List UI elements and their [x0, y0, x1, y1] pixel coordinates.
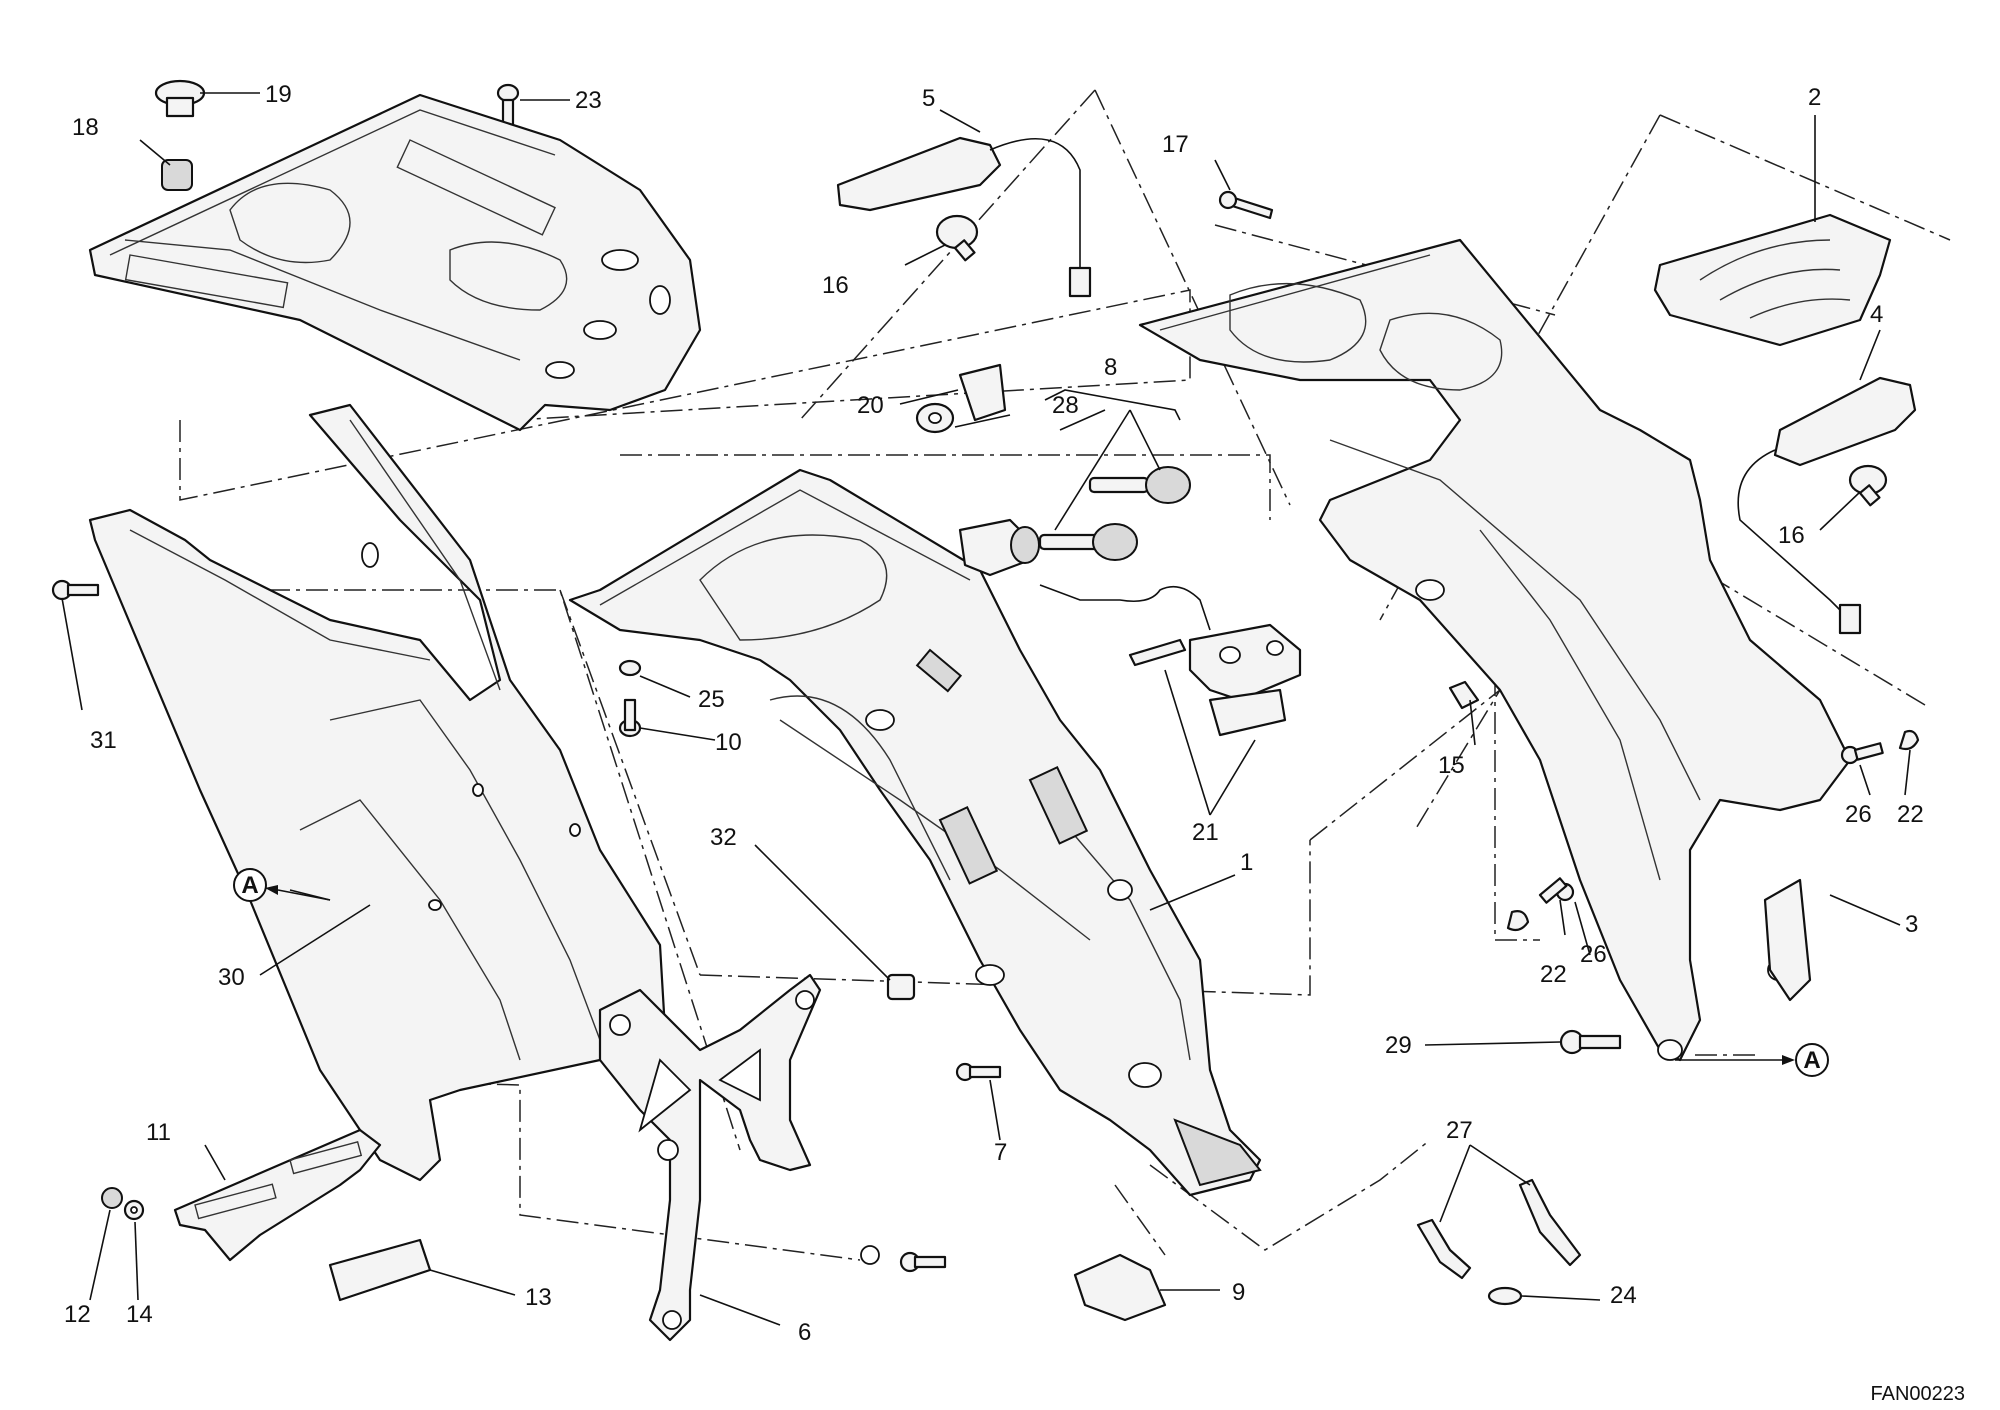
- callout-13: 13: [525, 1284, 552, 1311]
- callout-12: 12: [64, 1301, 91, 1328]
- reference-marker-right: A: [1675, 1043, 1829, 1077]
- callout-7: 7: [994, 1139, 1007, 1166]
- callout-15: 15: [1438, 752, 1465, 779]
- washer-part-14: [123, 1199, 145, 1221]
- spacer-part-32: [886, 973, 916, 1001]
- reference-marker-label: A: [1803, 1047, 1820, 1074]
- callout-1: 1: [1240, 849, 1253, 876]
- bolt-part-29: [1559, 1029, 1622, 1055]
- callout-5: 5: [922, 85, 935, 112]
- callout-21: 21: [1192, 819, 1219, 846]
- callout-14: 14: [126, 1301, 153, 1328]
- callout-26a: 26: [1845, 801, 1872, 828]
- clip-part-15: [1448, 680, 1480, 710]
- knob-part-19: [154, 79, 206, 118]
- leader-lines: [61, 92, 1911, 1326]
- bolt-part-7: [955, 1062, 1002, 1082]
- washer-part-22-right: [1898, 729, 1920, 751]
- rear-rack: [88, 93, 702, 432]
- bolt-part-26-lower: [1538, 877, 1575, 904]
- cover-part-9: [1073, 1253, 1167, 1322]
- bolt-part-26-right: [1840, 742, 1884, 765]
- key-part-8a: [1088, 466, 1191, 504]
- reference-marker-left: A: [233, 868, 331, 902]
- callout-28: 28: [1052, 392, 1079, 419]
- bolt-part-17: [1218, 190, 1274, 220]
- callout-25: 25: [698, 686, 725, 713]
- callout-11: 11: [146, 1119, 171, 1146]
- callout-22a: 22: [1897, 801, 1924, 828]
- light-part-24: [1487, 1286, 1523, 1306]
- turn-signal-part-5: [836, 136, 1092, 298]
- reflector-bracket-part-11: [173, 1128, 382, 1262]
- callout-32: 32: [710, 824, 737, 851]
- clip-part-20: [958, 363, 1007, 422]
- nut-part-12: [101, 1187, 123, 1209]
- callout-2: 2: [1808, 84, 1821, 111]
- callout-labels: 1 2 3 4 5 6 7 8 9 10 11 12 13 14 15 16 1…: [64, 81, 1924, 1346]
- nut-part-18: [161, 159, 193, 191]
- callout-30: 30: [218, 964, 245, 991]
- license-bracket-part-6: [598, 973, 880, 1342]
- reference-marker-label: A: [241, 872, 258, 899]
- callout-23: 23: [575, 87, 602, 114]
- bulb-part-16-right: [1848, 464, 1888, 507]
- tail-light-part-2: [1653, 213, 1892, 347]
- key-part-8b: [1038, 523, 1138, 561]
- callout-4: 4: [1870, 301, 1883, 328]
- callout-29: 29: [1385, 1032, 1412, 1059]
- callout-6: 6: [798, 1319, 811, 1346]
- bracket-part-27b: [1518, 1178, 1582, 1267]
- washer-part-25: [618, 659, 642, 677]
- bulb-part-16-left: [935, 214, 979, 262]
- callout-22b: 22: [1540, 961, 1567, 988]
- cable-part-21: [1039, 584, 1211, 667]
- callout-20: 20: [857, 392, 884, 419]
- callout-17: 17: [1162, 131, 1189, 158]
- callout-3: 3: [1905, 911, 1918, 938]
- side-cover-part-30: [88, 403, 667, 1182]
- rear-fender-part-1: [568, 468, 1262, 1197]
- callout-16a: 16: [822, 272, 849, 299]
- callout-9: 9: [1232, 1279, 1245, 1306]
- tail-cover-part-3: [1138, 238, 1852, 1062]
- bracket-part-27a: [1416, 1218, 1472, 1280]
- grommet-part-28: [915, 402, 955, 434]
- callout-10: 10: [715, 729, 742, 756]
- callout-31: 31: [90, 727, 117, 754]
- callout-19: 19: [265, 81, 292, 108]
- key-cylinder: [958, 518, 1040, 577]
- bolt-part-31: [51, 579, 100, 601]
- callout-27: 27: [1446, 1117, 1473, 1144]
- turn-signal-part-4: [1737, 376, 1917, 635]
- latch-part-21: [1188, 623, 1302, 737]
- bolt-license-bracket: [899, 1251, 947, 1273]
- bolt-part-23: [496, 83, 520, 130]
- washer-part-22-lower: [1506, 910, 1530, 932]
- callout-8: 8: [1104, 354, 1117, 381]
- callout-16b: 16: [1778, 522, 1805, 549]
- callout-18: 18: [72, 114, 99, 141]
- callout-26b: 26: [1580, 941, 1607, 968]
- drawing-code: FAN00223: [1870, 1383, 1965, 1405]
- bolt-part-10: [618, 698, 642, 738]
- reflector-part-13: [328, 1238, 432, 1302]
- callout-24: 24: [1610, 1282, 1637, 1309]
